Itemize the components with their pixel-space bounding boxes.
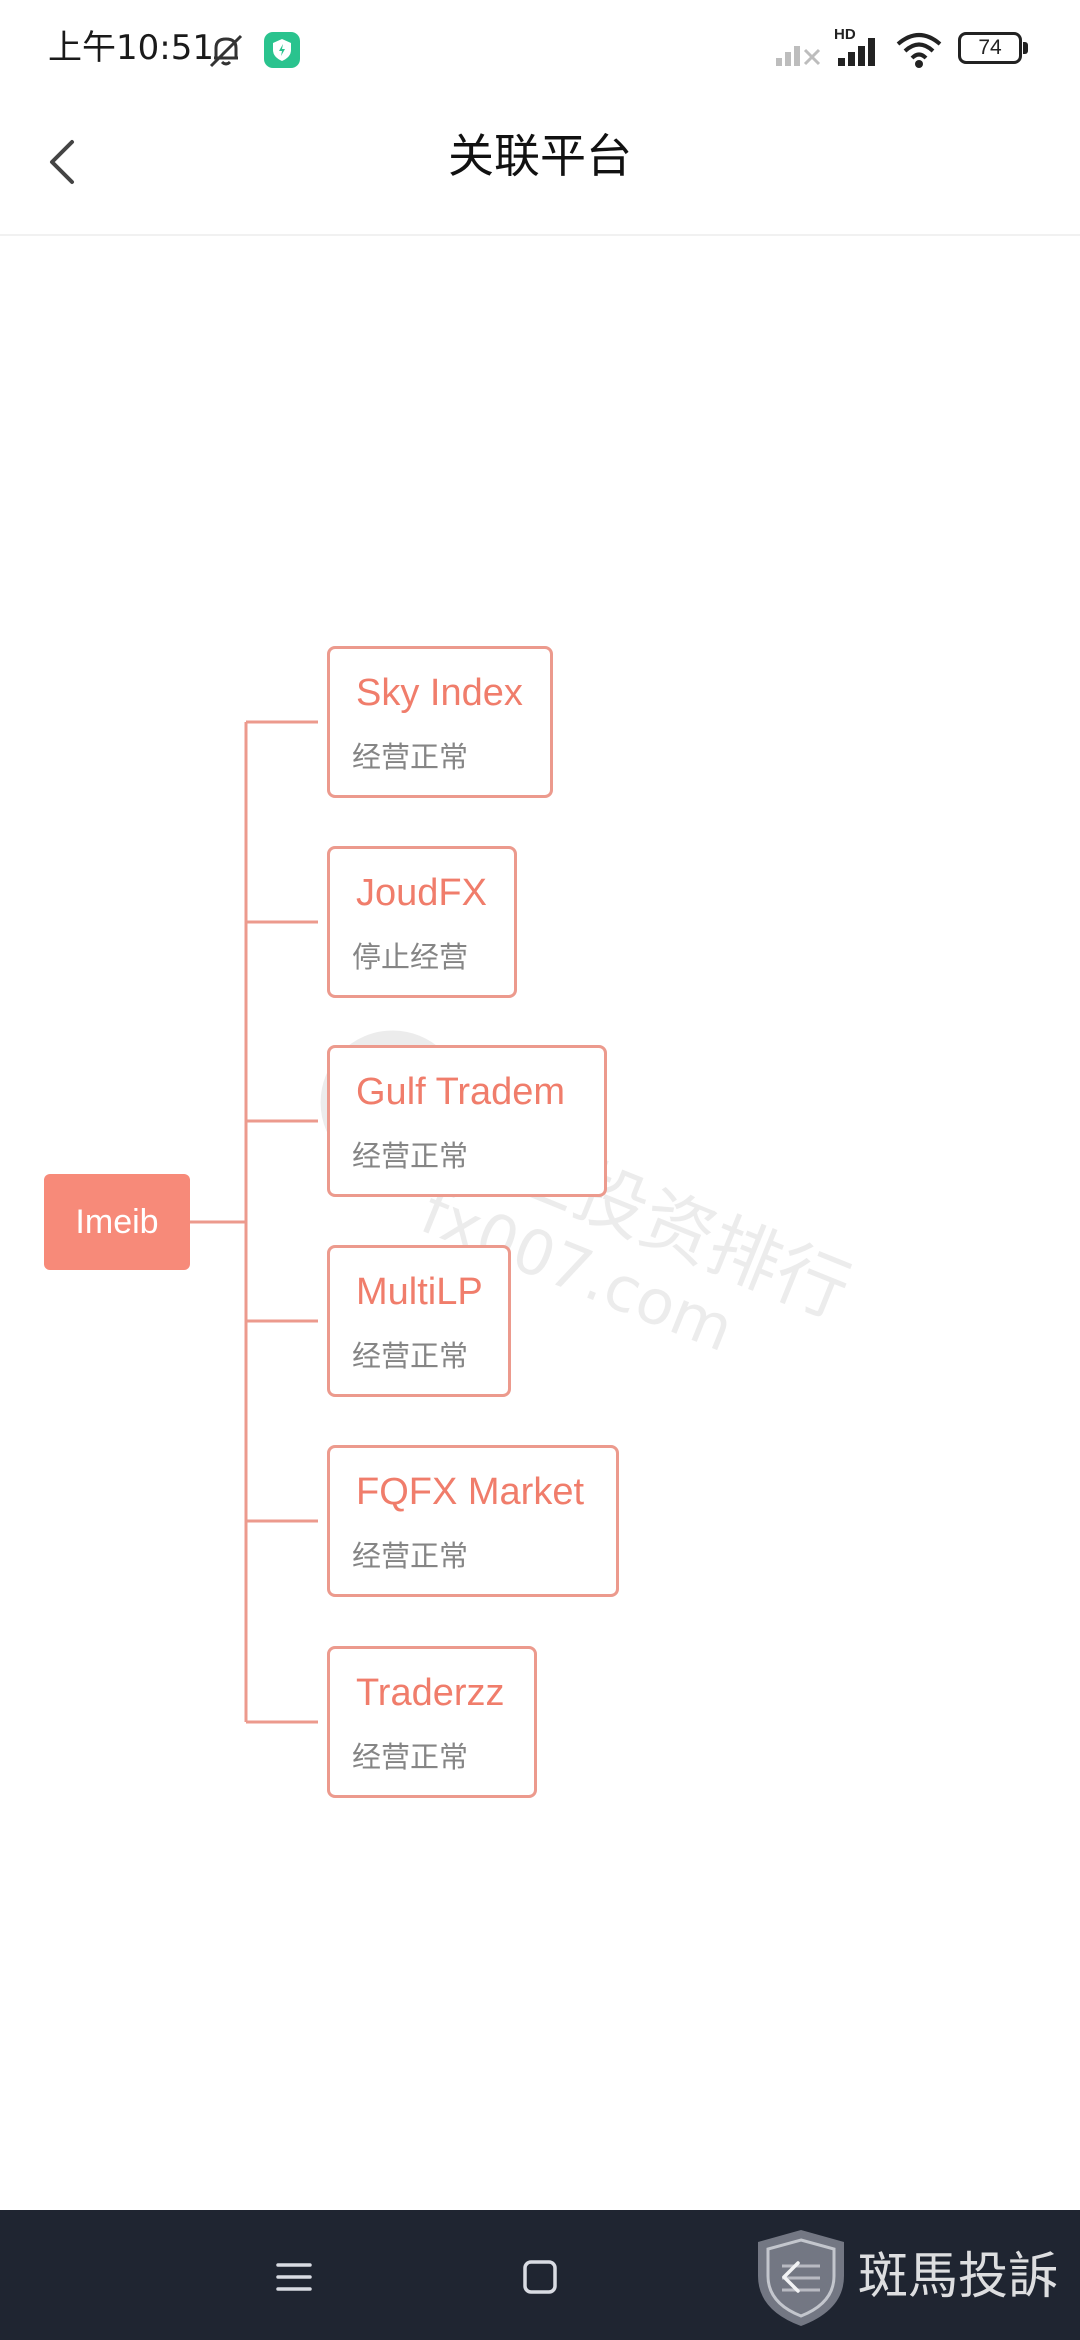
- back-nav-button[interactable]: [760, 2245, 824, 2309]
- signal-full-icon: [838, 38, 875, 66]
- platform-name: MultiLP: [356, 1271, 483, 1313]
- platform-status: 经营正常: [352, 1139, 469, 1173]
- hd-label: HD: [834, 26, 856, 43]
- battery-level: 74: [978, 36, 1002, 59]
- battery-icon: 74: [958, 32, 1022, 64]
- chevron-left-icon: [50, 140, 74, 184]
- platform-status: 停止经营: [352, 940, 469, 974]
- mute-icon: [209, 34, 243, 68]
- platform-name: Sky Index: [356, 672, 523, 714]
- brand-watermark-text: 斑馬投訴: [858, 2247, 1058, 2305]
- platform-status: 经营正常: [352, 1740, 469, 1774]
- platform-name: Gulf Tradem: [356, 1071, 566, 1113]
- back-button[interactable]: [28, 120, 108, 200]
- platform-node-joudfx[interactable]: JoudFX 停止经营: [327, 846, 517, 998]
- brand-shield-logo: [758, 2230, 844, 2326]
- home-square-icon: [523, 2260, 557, 2294]
- platform-node-sky-index[interactable]: Sky Index 经营正常: [327, 646, 553, 798]
- home-button[interactable]: [508, 2245, 572, 2309]
- menu-button[interactable]: [262, 2245, 326, 2309]
- status-bar: 上午10:51 HD 74: [0, 0, 1080, 100]
- platform-status: 经营正常: [352, 740, 469, 774]
- signal-empty-icon: [776, 46, 821, 66]
- title-bar: 关联平台: [0, 100, 1080, 236]
- platform-name: JoudFX: [356, 872, 487, 914]
- chevron-left-icon: [782, 2261, 800, 2293]
- platform-status: 经营正常: [352, 1539, 469, 1573]
- menu-icon: [276, 2263, 312, 2291]
- platform-status: 经营正常: [352, 1339, 469, 1373]
- root-node[interactable]: Imeib: [44, 1174, 190, 1270]
- page-title: 关联平台: [448, 129, 632, 183]
- platform-name: FQFX Market: [356, 1471, 585, 1513]
- status-time: 上午10:51: [48, 28, 214, 68]
- wifi-icon: [896, 33, 942, 68]
- platform-node-fqfx-market[interactable]: FQFX Market 经营正常: [327, 1445, 619, 1597]
- battery-tip: [1023, 42, 1028, 54]
- shield-app-icon: [264, 32, 300, 68]
- nav-bar: 斑馬投訴: [0, 2210, 1080, 2340]
- platform-name: Traderzz: [356, 1672, 505, 1714]
- platform-node-traderzz[interactable]: Traderzz 经营正常: [327, 1646, 537, 1798]
- platform-node-multilp[interactable]: MultiLP 经营正常: [327, 1245, 511, 1397]
- platform-node-gulf-tradem[interactable]: Gulf Tradem 经营正常: [327, 1045, 607, 1197]
